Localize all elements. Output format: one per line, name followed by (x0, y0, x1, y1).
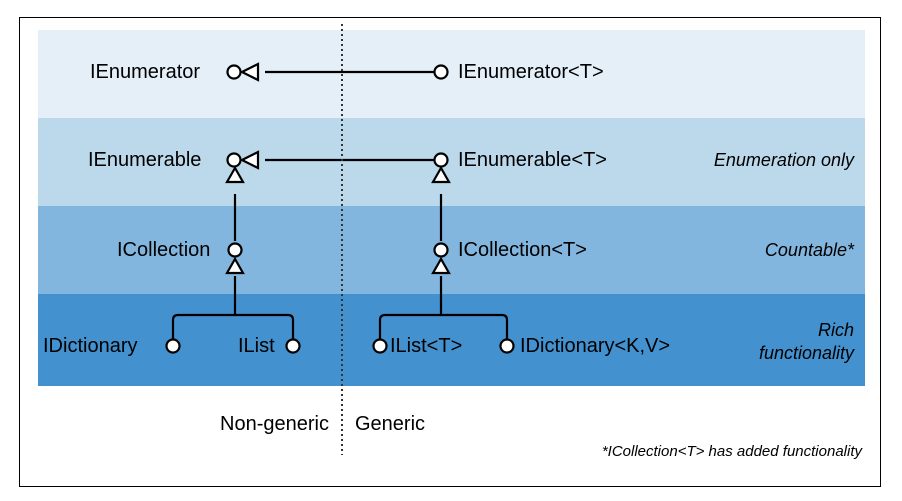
category-countable: Countable* (764, 240, 854, 260)
node-ilist: IList (238, 335, 275, 357)
ienumerator-circle (226, 64, 242, 80)
branch-right (378, 313, 509, 342)
ienumerable-circle (226, 152, 242, 168)
arrow-to-icollection (225, 256, 245, 275)
column-label-non-generic: Non-generic (220, 413, 329, 435)
branch-left (171, 313, 295, 342)
arrow-ienumerator (239, 62, 260, 82)
node-ienumerator-t: IEnumerator<T> (458, 61, 604, 83)
icollection-circle (227, 242, 243, 258)
arrow-ienumerable-t (431, 165, 451, 184)
node-icollection: ICollection (117, 239, 211, 261)
ilist-circle (285, 338, 301, 354)
ienumerable-t-circle (433, 152, 449, 168)
node-ienumerable-t: IEnumerable<T> (458, 149, 607, 171)
idictionary-kv-circle (499, 338, 515, 354)
node-idictionary-kv: IDictionary<K,V> (520, 335, 671, 357)
band-enumerable (38, 118, 865, 206)
node-ilist-t: IList<T> (390, 335, 463, 357)
band-collection (38, 206, 865, 294)
icollection-t-circle (433, 242, 449, 258)
column-label-generic: Generic (355, 413, 426, 435)
arrow-icollection-to-ienumerable (225, 165, 245, 184)
node-ienumerable: IEnumerable (88, 149, 202, 171)
connector-lines (171, 70, 509, 342)
ienumerator-t-circle (433, 64, 449, 80)
band-enumerator (38, 30, 865, 118)
inheritance-arrows (225, 62, 451, 275)
interface-circles (165, 64, 515, 354)
category-rich-line1: Rich (817, 320, 854, 340)
footnote: *ICollection<T> has added functionality (601, 443, 862, 460)
node-ienumerator: IEnumerator (90, 61, 201, 83)
category-enumeration-only: Enumeration only (713, 150, 854, 170)
idictionary-circle (165, 338, 181, 354)
ilist-t-circle (372, 338, 388, 354)
node-idictionary: IDictionary (43, 335, 138, 357)
arrow-to-icollection-t (431, 256, 451, 275)
node-icollection-t: ICollection<T> (458, 239, 587, 261)
category-rich-line2: functionality (758, 343, 854, 363)
arrow-ienumerable (239, 150, 260, 170)
